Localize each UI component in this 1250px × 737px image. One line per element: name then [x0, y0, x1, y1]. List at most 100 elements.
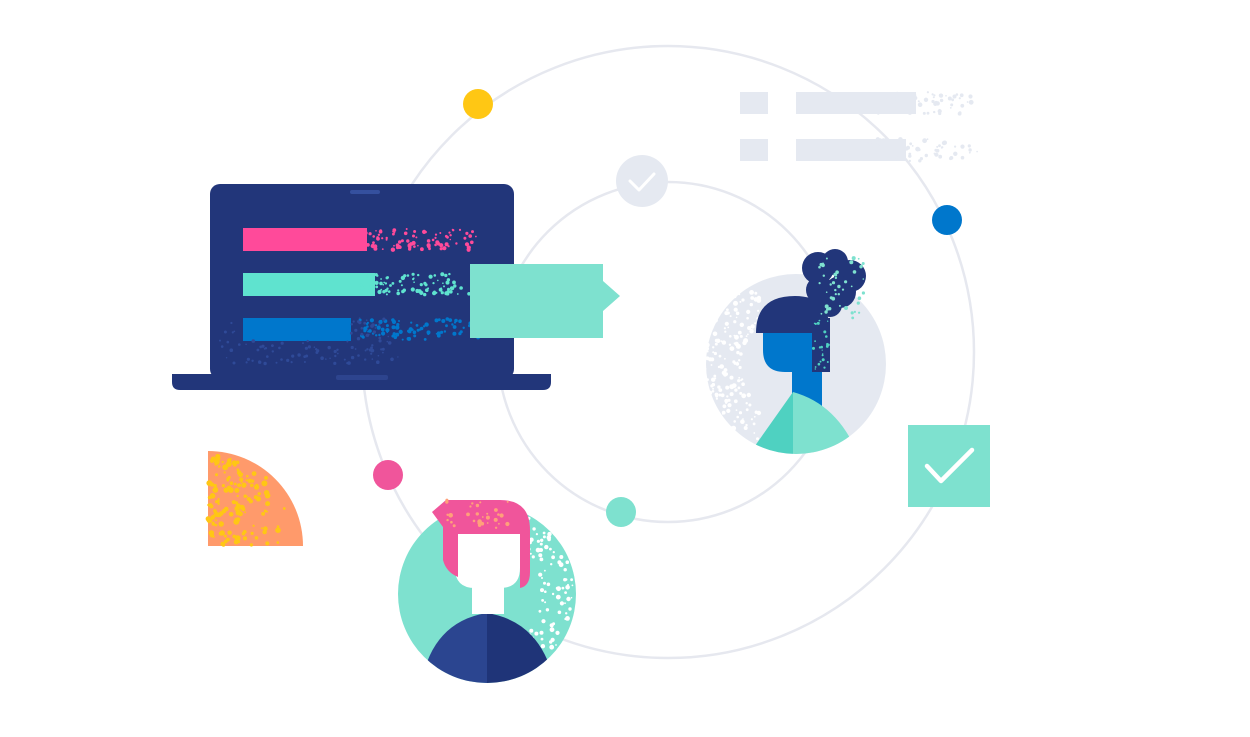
speckle — [364, 349, 367, 352]
speckle — [382, 283, 385, 286]
speckle — [732, 293, 737, 299]
speckle — [826, 361, 829, 363]
speckle — [742, 418, 744, 420]
speckle — [733, 399, 738, 404]
speckle — [365, 333, 370, 337]
speckle — [717, 365, 721, 369]
speckle — [385, 236, 388, 240]
speckle — [239, 477, 244, 482]
speckle — [968, 148, 972, 152]
speckle — [398, 320, 400, 322]
speckle — [378, 323, 381, 326]
speckle — [230, 321, 233, 325]
speckle — [711, 383, 716, 387]
speckle — [443, 330, 447, 333]
speckle — [539, 630, 544, 635]
speckle — [877, 112, 880, 115]
woman-shirt-left — [745, 392, 793, 454]
speckle — [392, 332, 396, 336]
speckle — [352, 320, 355, 323]
speckle — [452, 325, 457, 329]
speckle — [431, 238, 435, 242]
speckle — [750, 418, 754, 421]
speckle — [881, 138, 886, 143]
speckle — [905, 93, 909, 98]
speckle — [857, 296, 862, 301]
speckle — [386, 340, 389, 343]
speckle — [423, 292, 427, 297]
speckle — [221, 484, 225, 488]
speckle — [736, 350, 740, 355]
speckle — [825, 291, 828, 294]
speckle — [952, 94, 957, 99]
speckle — [749, 302, 753, 307]
speckle — [380, 348, 383, 351]
speckle — [718, 388, 723, 392]
speckle — [829, 296, 833, 300]
check-circle-icon — [616, 155, 668, 207]
speckle — [346, 340, 349, 343]
speckle — [485, 515, 490, 520]
speckle — [229, 481, 234, 486]
speckle — [850, 285, 853, 288]
speckle — [382, 290, 386, 294]
speckle — [409, 242, 413, 246]
screen-bar-mint — [243, 273, 375, 296]
speckle — [935, 148, 940, 153]
speckle — [896, 91, 899, 95]
speckle — [967, 144, 971, 148]
speckle — [555, 644, 557, 646]
speckle — [889, 93, 894, 98]
speckle — [953, 151, 958, 156]
speckle — [232, 361, 236, 365]
speckle — [232, 462, 237, 467]
speckle — [746, 392, 751, 398]
speckle — [263, 490, 270, 496]
speckle — [539, 542, 543, 546]
speckle — [256, 348, 260, 352]
speckle — [874, 150, 877, 153]
speckle — [727, 398, 731, 402]
speckle — [445, 317, 450, 321]
laptop-screen-bars — [243, 228, 375, 341]
speckle — [721, 340, 727, 345]
speckle — [886, 98, 890, 102]
speckle — [234, 501, 239, 505]
speckle — [540, 538, 544, 542]
speckle — [891, 97, 893, 100]
speckle — [375, 334, 378, 337]
speckle — [217, 502, 220, 505]
speckle — [223, 471, 226, 474]
speckle — [271, 344, 274, 347]
speckle — [713, 374, 717, 378]
speckle — [938, 93, 943, 98]
speckle — [938, 154, 943, 159]
speckle — [820, 312, 823, 315]
speckle — [384, 282, 388, 285]
speckle — [434, 236, 437, 239]
speckle — [948, 97, 951, 100]
speckle — [371, 275, 374, 278]
speckle — [896, 94, 899, 97]
speckle — [493, 517, 498, 522]
speckle — [360, 236, 363, 239]
speckle — [432, 282, 435, 285]
speckle — [753, 297, 759, 302]
speckle — [529, 552, 532, 555]
speckle — [861, 291, 866, 295]
speckle — [746, 309, 751, 314]
speckle — [441, 319, 446, 323]
speckle — [724, 311, 729, 316]
speckle — [571, 584, 574, 587]
speckle — [439, 243, 444, 248]
speckle — [547, 531, 552, 537]
speckle — [236, 489, 239, 492]
speckle — [381, 237, 384, 240]
speckle — [958, 97, 961, 100]
speckle — [258, 360, 262, 364]
speckle — [724, 330, 727, 333]
speckle — [362, 229, 364, 232]
speckle — [424, 283, 428, 287]
speckle — [825, 345, 829, 348]
speckle — [559, 555, 564, 559]
